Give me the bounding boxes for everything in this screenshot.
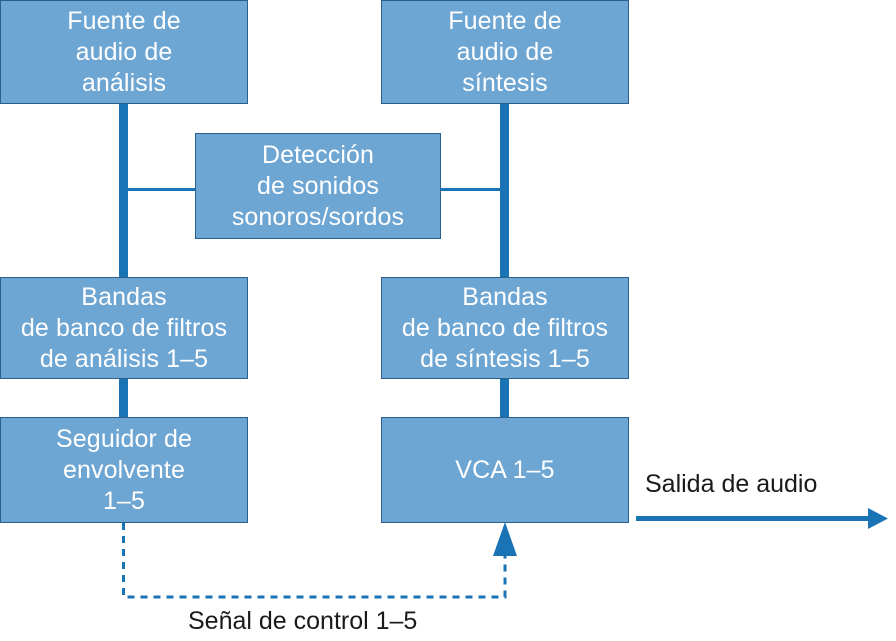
label-control-signal: Señal de control 1–5 [188, 607, 418, 635]
node-voiced-unvoiced-detection: Detección de sonidos sonoros/sordos [195, 133, 441, 239]
connector-synthesis-filterbank-to-vca [500, 378, 509, 418]
connector-detection-right [440, 188, 505, 191]
node-synthesis-filter-bank: Bandas de banco de filtros de síntesis 1… [381, 277, 629, 379]
node-synthesis-source: Fuente de audio de síntesis [381, 0, 629, 104]
connector-analysis-filterbank-to-envelope [119, 378, 128, 418]
node-vca: VCA 1–5 [381, 417, 629, 523]
connector-analysis-source-to-filterbank [119, 103, 128, 278]
node-analysis-filter-bank: Bandas de banco de filtros de análisis 1… [0, 277, 248, 379]
label-audio-output: Salida de audio [645, 470, 818, 498]
node-envelope-follower: Seguidor de envolvente 1–5 [0, 417, 248, 523]
node-analysis-source: Fuente de audio de análisis [0, 0, 248, 104]
connector-detection-left [124, 188, 196, 191]
